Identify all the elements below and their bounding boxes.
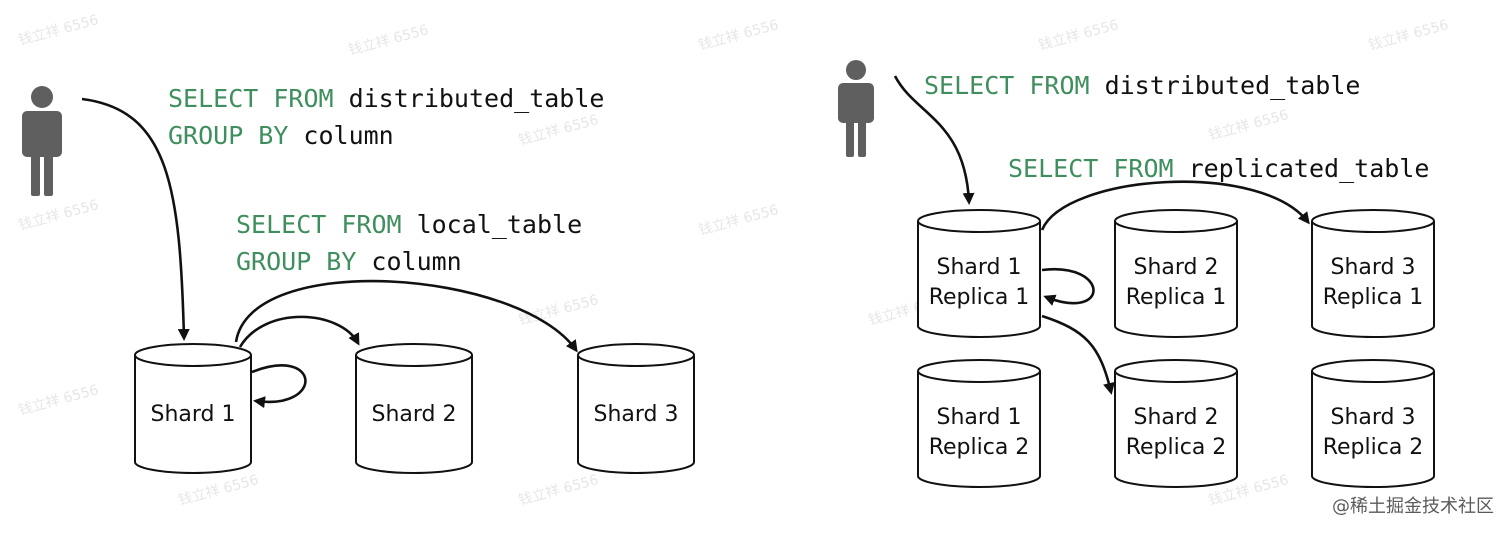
cylinder-shard-2: Shard 2 <box>355 343 473 474</box>
watermark: 钱立祥 6556 <box>517 292 601 329</box>
watermark: 钱立祥 6556 <box>1037 17 1121 54</box>
watermark: 钱立祥 6556 <box>1367 17 1451 54</box>
cylinder-shard-1-replica-1: Shard 1 Replica 1 <box>917 209 1041 338</box>
shard-label: Shard 1 <box>936 255 1021 280</box>
watermark: 钱立祥 6556 <box>17 197 101 234</box>
cylinder-shard-2-replica-2: Shard 2 Replica 2 <box>1114 359 1238 488</box>
watermark: 钱立祥 6556 <box>17 382 101 419</box>
cylinder-shard-1-replica-2: Shard 1 Replica 2 <box>917 359 1041 488</box>
corner-watermark: @稀土掘金技术社区 <box>1332 496 1494 517</box>
cylinder-shard-3-replica-1: Shard 3 Replica 1 <box>1311 209 1435 338</box>
arrow-self-loop-shard-1-replica-1 <box>1041 267 1095 306</box>
watermark: 钱立祥 6556 <box>1207 107 1291 144</box>
arrow-user-to-shard-1 <box>81 97 190 341</box>
replica-label: Replica 1 <box>1323 285 1424 310</box>
shard-label: Shard 1 <box>936 405 1021 430</box>
watermark: 钱立祥 6556 <box>177 472 261 509</box>
user-icon <box>22 86 62 196</box>
arrow-shard-1-to-shard-3 <box>234 279 578 353</box>
cylinder-shard-1: Shard 1 <box>134 343 252 474</box>
watermark: 钱立祥 6556 <box>697 17 781 54</box>
replica-label: Replica 2 <box>1126 435 1227 460</box>
watermark: 钱立祥 6556 <box>17 12 101 49</box>
arrow-user-to-shard-1-replica-1 <box>893 75 975 205</box>
shard-label: Shard 2 <box>1133 255 1218 280</box>
arrow-to-shard-2-replica-2 <box>1041 314 1115 395</box>
shard-label: Shard 2 <box>1133 405 1218 430</box>
replica-label: Replica 1 <box>1126 285 1227 310</box>
watermark: 钱立祥 6556 <box>347 22 431 59</box>
watermark: 钱立祥 6556 <box>517 472 601 509</box>
replica-label: Replica 2 <box>929 435 1030 460</box>
replica-label: Replica 2 <box>1323 435 1424 460</box>
cylinder-shard-3-replica-2: Shard 3 Replica 2 <box>1311 359 1435 488</box>
arrow-shard-1-to-shard-2 <box>238 315 360 348</box>
cylinder-shard-2-replica-1: Shard 2 Replica 1 <box>1114 209 1238 338</box>
user-icon <box>838 60 874 157</box>
watermark: 钱立祥 6556 <box>517 112 601 149</box>
watermark: 钱立祥 6556 <box>697 202 781 239</box>
replica-label: Replica 1 <box>929 285 1030 310</box>
arrow-to-shard-3-replica-1 <box>1040 180 1310 231</box>
cylinder-shard-3: Shard 3 <box>577 343 695 474</box>
shard-label: Shard 3 <box>1330 255 1415 280</box>
arrow-shard-1-self-loop <box>251 364 307 409</box>
shard-label: Shard 2 <box>371 402 456 427</box>
shard-label: Shard 1 <box>150 402 235 427</box>
shard-label: Shard 3 <box>593 402 678 427</box>
shard-label: Shard 3 <box>1330 405 1415 430</box>
